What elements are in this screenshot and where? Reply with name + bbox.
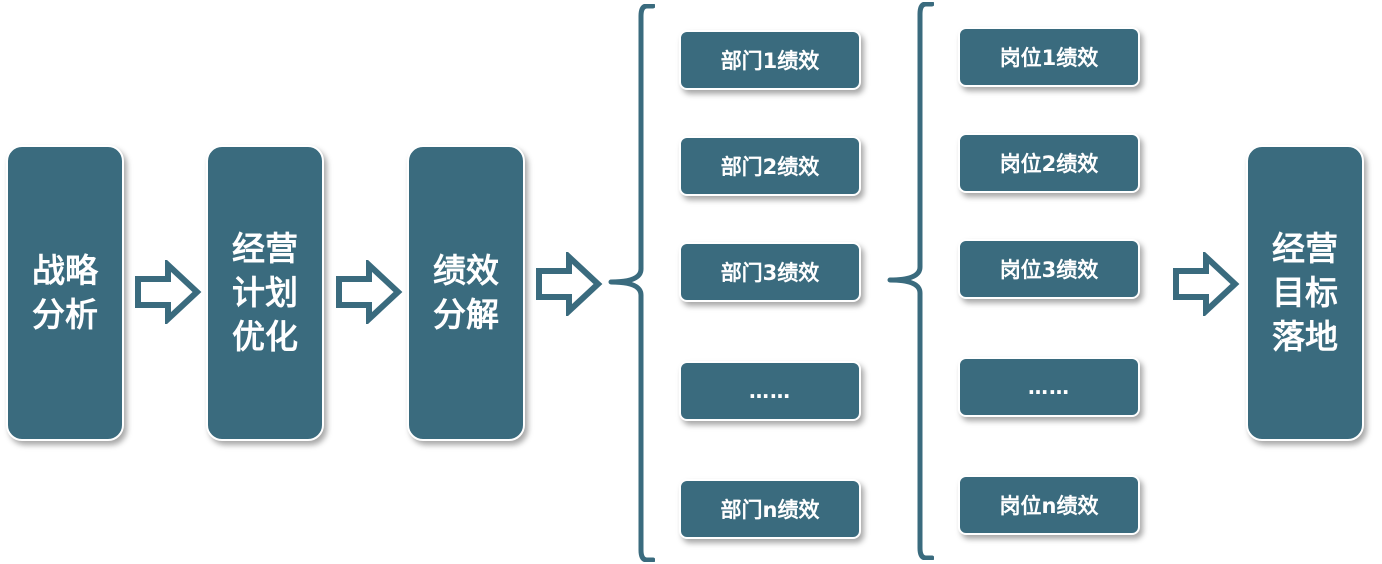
- position-2-performance-box: 岗位2绩效: [958, 133, 1140, 193]
- position-n-performance-box: 岗位n绩效: [958, 475, 1140, 535]
- department-more-box: ……: [679, 361, 861, 421]
- department-n-performance-box: 部门n绩效: [679, 479, 861, 539]
- department-2-performance-box: 部门2绩效: [679, 136, 861, 196]
- department-3-performance-box: 部门3绩效: [679, 242, 861, 302]
- position-3-performance-box: 岗位3绩效: [958, 239, 1140, 299]
- right-arrow-icon: [1173, 252, 1240, 316]
- right-arrow-icon: [536, 252, 603, 316]
- right-arrow-icon: [135, 260, 202, 324]
- right-arrow-icon: [336, 260, 403, 324]
- department-1-performance-box: 部门1绩效: [679, 30, 861, 90]
- step-strategy-analysis: 战略 分析: [6, 145, 124, 441]
- position-more-box: ……: [958, 357, 1140, 417]
- step-performance-decomposition: 绩效 分解: [407, 145, 525, 441]
- left-curly-brace-icon: [608, 4, 655, 562]
- step-business-plan-optimization: 经营 计划 优化: [206, 145, 324, 441]
- step-business-goal-landing: 经营 目标 落地: [1246, 145, 1364, 441]
- position-1-performance-box: 岗位1绩效: [958, 27, 1140, 87]
- left-curly-brace-icon: [887, 2, 934, 560]
